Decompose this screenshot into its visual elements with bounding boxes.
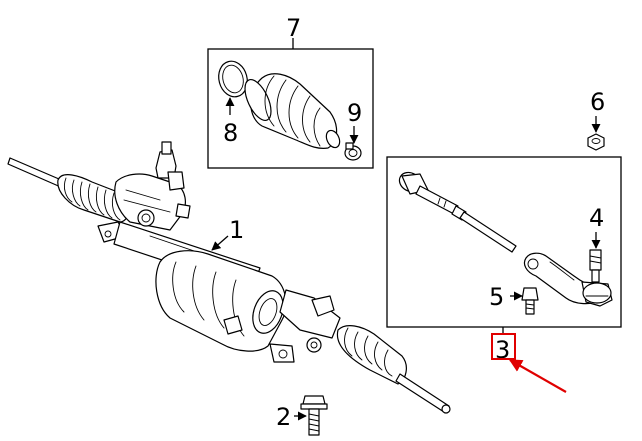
boot-kit-box — [207, 48, 374, 169]
lock-nut — [587, 133, 605, 151]
pinion-housing — [97, 141, 191, 243]
callout-4: 4 — [589, 204, 604, 232]
callout-2: 2 — [276, 403, 291, 431]
small-bolt — [521, 287, 539, 315]
steering-rack-assembly — [7, 141, 451, 414]
callout-3-highlight-box — [491, 333, 516, 360]
highlight-arrow — [508, 359, 567, 393]
right-boot — [336, 325, 407, 385]
callout-1: 1 — [229, 216, 244, 244]
snap-ring — [218, 60, 248, 98]
outer-tie-rod-end — [523, 252, 613, 307]
ball-stud — [589, 249, 602, 283]
motor-housing — [155, 250, 341, 363]
callout-7: 7 — [286, 14, 301, 42]
inner-tie-rod — [398, 171, 517, 253]
callout-9: 9 — [347, 99, 362, 127]
boot-clamp — [344, 142, 362, 161]
callout-8: 8 — [223, 119, 238, 147]
callout-3: 3 — [495, 336, 510, 364]
callout-6: 6 — [590, 88, 605, 116]
steering-boot — [244, 73, 341, 149]
callout-5: 5 — [489, 283, 504, 311]
mounting-bolt — [300, 395, 328, 436]
tie-rod-kit-box — [386, 156, 622, 328]
